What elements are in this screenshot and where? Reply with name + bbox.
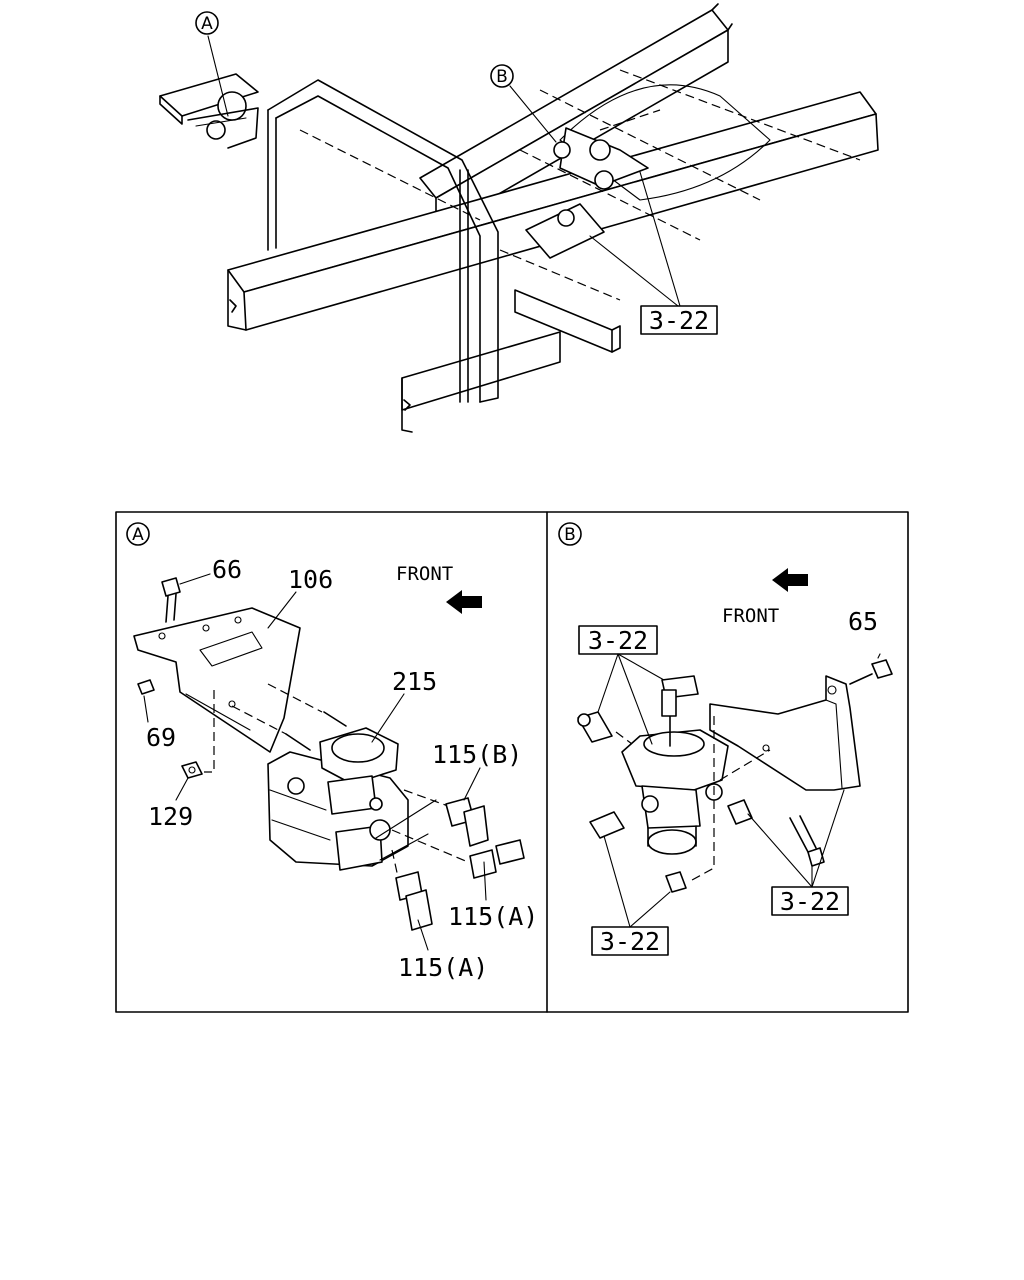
ref-box-top: 3-22 <box>640 305 718 335</box>
ref-box-b-right: 3-22 <box>771 886 849 916</box>
ref-box-b-bottom-label: 3-22 <box>600 927 660 956</box>
ref-box-top-label: 3-22 <box>649 306 709 335</box>
fitting-b-lower-left-icon <box>589 811 625 839</box>
callout-a-letter: A <box>201 14 213 34</box>
detail-a-front-text: FRONT <box>396 563 453 585</box>
valve-cluster-a-icon <box>187 91 259 149</box>
callout-b-letter: B <box>496 67 508 87</box>
relay-valve-215-icon <box>267 711 409 871</box>
label-66: 66 <box>212 555 242 584</box>
bracket-b-icon <box>709 675 861 791</box>
label-215: 215 <box>392 667 437 696</box>
ref-box-b-top-left: 3-22 <box>578 625 658 655</box>
callout-b: B <box>490 64 514 88</box>
label-106: 106 <box>288 565 333 594</box>
label-115b: 115(B) <box>432 740 522 769</box>
valve-cluster-b-icon <box>525 127 649 259</box>
bolt-66-icon <box>161 577 181 623</box>
relay-valve-b-icon <box>621 709 729 855</box>
front-arrow-b-icon <box>772 568 808 592</box>
detail-a-badge: A <box>126 522 150 546</box>
detail-frame <box>115 511 909 1013</box>
fitting-115a-bottom-icon <box>395 871 433 931</box>
callout-a: A <box>195 11 219 35</box>
chassis-frame-view: A B 3-22 <box>159 3 879 433</box>
detail-a-badge-letter: A <box>132 525 144 545</box>
ref-box-b-right-label: 3-22 <box>780 887 840 916</box>
fitting-b-top-icon <box>661 675 699 717</box>
bolt-b-icon <box>789 815 825 867</box>
label-115a-bottom: 115(A) <box>398 953 488 982</box>
front-arrow-a-icon <box>446 590 482 614</box>
nut-69-icon <box>137 679 155 695</box>
detail-b-badge-letter: B <box>564 525 576 545</box>
ref-box-b-top-left-label: 3-22 <box>588 626 648 655</box>
detail-b-front-text: FRONT <box>722 605 779 627</box>
label-115a-right: 115(A) <box>448 902 538 931</box>
ref-box-b-bottom: 3-22 <box>591 926 669 956</box>
label-129: 129 <box>148 802 193 831</box>
fitting-b-right-icon <box>727 799 753 825</box>
label-69: 69 <box>146 723 176 752</box>
detail-b-badge: B <box>558 522 582 546</box>
fitting-115a-right-icon <box>469 839 525 879</box>
fitting-b-left-icon <box>577 711 613 743</box>
detail-b: B FRONT <box>558 522 893 956</box>
fitting-115b-icon <box>445 797 489 847</box>
fitting-b-lower-icon <box>665 871 687 893</box>
nut-129-icon <box>181 761 203 779</box>
detail-a: A FRONT <box>126 522 538 982</box>
nut-65-icon <box>849 659 893 685</box>
label-65: 65 <box>848 607 878 636</box>
